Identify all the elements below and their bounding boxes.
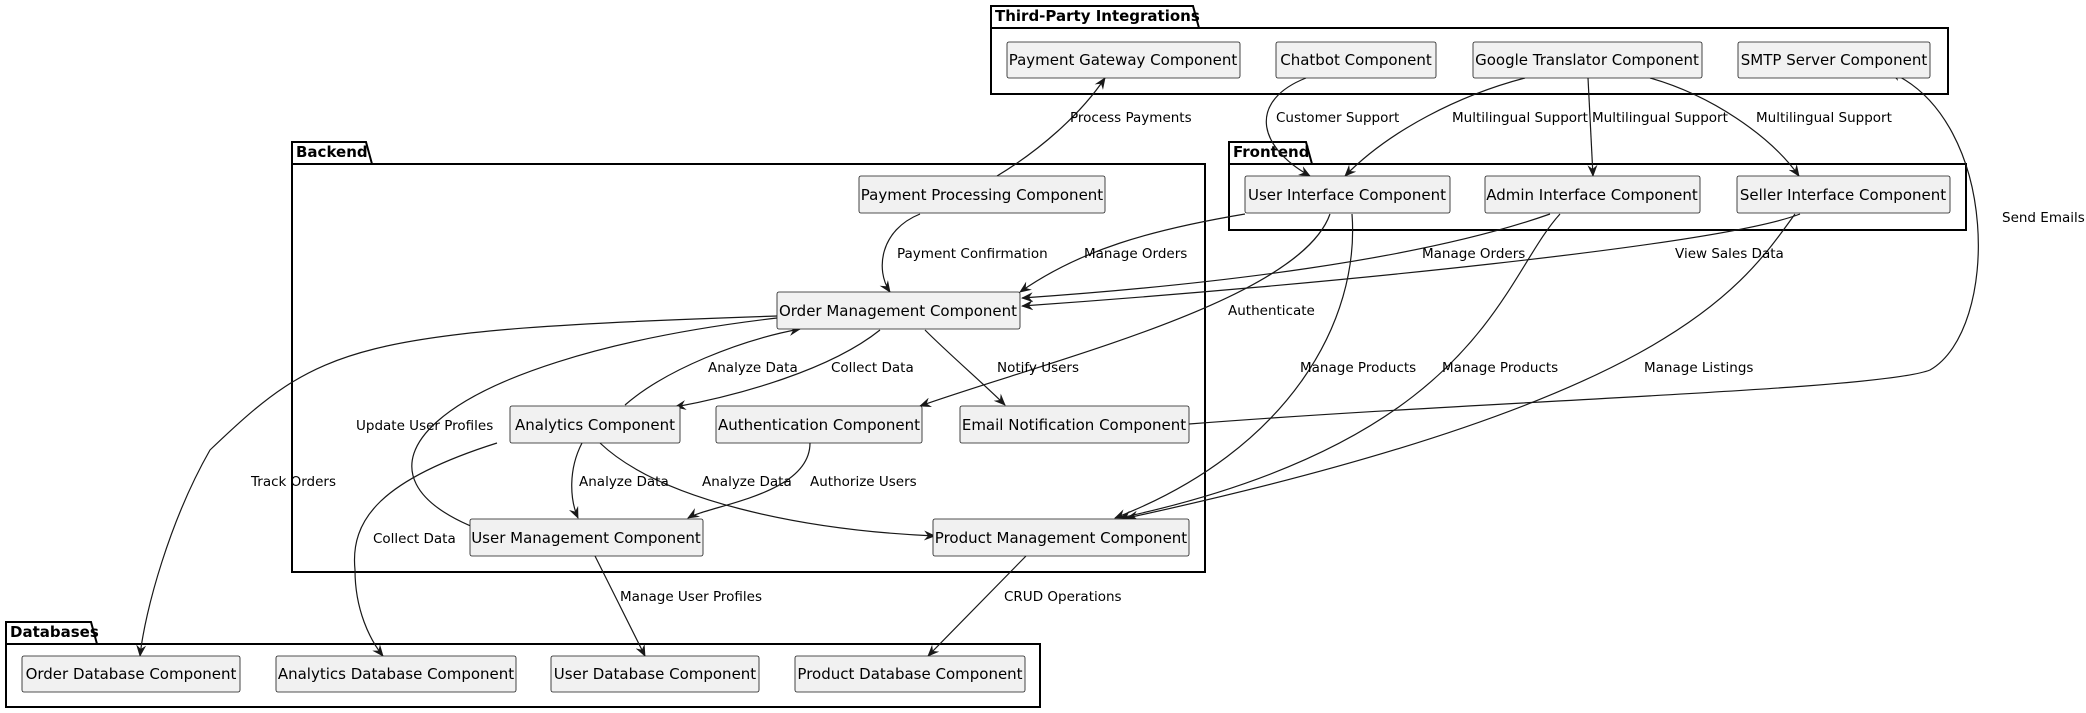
component-google-translator[interactable]: Google Translator Component — [1472, 41, 1703, 79]
component-label: Chatbot Component — [1280, 51, 1432, 69]
edge-label-crud-operations: CRUD Operations — [1004, 589, 1122, 605]
package-title-databases: Databases — [10, 623, 99, 641]
component-seller-interface[interactable]: Seller Interface Component — [1736, 175, 1951, 214]
edge-label-process-payments: Process Payments — [1070, 110, 1192, 126]
package-title-backend: Backend — [296, 143, 368, 161]
component-label: Payment Gateway Component — [1009, 51, 1238, 69]
edge-label-payment-confirmation: Payment Confirmation — [897, 246, 1048, 262]
edge-track-orders — [136, 315, 778, 657]
edge-label-update-user-profiles: Update User Profiles — [356, 418, 493, 434]
edge-crud-operations — [927, 555, 1027, 657]
edge-authorize-users — [687, 442, 811, 519]
component-label: User Management Component — [471, 529, 701, 547]
package-backend: Backend — [291, 141, 1206, 573]
edge-label-authenticate: Authenticate — [1228, 303, 1315, 319]
component-order-management[interactable]: Order Management Component — [776, 291, 1021, 330]
component-label: Order Database Component — [26, 665, 237, 683]
edge-label-multilingual-ui: Multilingual Support — [1452, 110, 1588, 126]
edge-admin-manage-orders — [1021, 213, 1551, 303]
component-label: Authentication Component — [718, 416, 920, 434]
edge-label-track-orders: Track Orders — [250, 474, 336, 490]
edge-label-view-sales-data: View Sales Data — [1675, 246, 1784, 262]
component-label: Payment Processing Component — [861, 186, 1104, 204]
edge-label-customer-support: Customer Support — [1276, 110, 1399, 126]
component-product-management[interactable]: Product Management Component — [932, 518, 1190, 557]
component-analytics[interactable]: Analytics Component — [509, 405, 681, 444]
edge-label-collect-data: Collect Data — [831, 360, 914, 376]
edge-label-authorize-users: Authorize Users — [810, 474, 917, 490]
component-label: Analytics Component — [515, 416, 675, 434]
component-payment-processing[interactable]: Payment Processing Component — [858, 175, 1106, 214]
component-product-database[interactable]: Product Database Component — [794, 655, 1026, 693]
edge-label-admin-manage-products: Manage Products — [1442, 360, 1558, 376]
component-label: Seller Interface Component — [1740, 186, 1946, 204]
edge-send-emails — [1188, 71, 1979, 425]
edge-analyze-data-product — [599, 442, 936, 541]
component-label: Email Notification Component — [962, 416, 1186, 434]
edge-label-analyze-data-product: Analyze Data — [702, 474, 792, 490]
edge-payment-confirmation — [879, 213, 921, 293]
edge-analyze-data-order — [624, 326, 801, 406]
component-user-interface[interactable]: User Interface Component — [1244, 175, 1451, 214]
component-label: User Interface Component — [1248, 186, 1446, 204]
edge-label-manage-listings: Manage Listings — [1644, 360, 1753, 376]
edge-label-ui-manage-orders: Manage Orders — [1084, 246, 1187, 262]
component-label: Admin Interface Component — [1486, 186, 1698, 204]
edges — [136, 71, 1979, 657]
edge-label-multilingual-admin: Multilingual Support — [1592, 110, 1728, 126]
component-label: Product Management Component — [935, 529, 1188, 547]
edge-customer-support — [1265, 77, 1311, 177]
package-databases: Databases — [5, 621, 1041, 708]
edge-label-admin-manage-orders: Manage Orders — [1422, 246, 1525, 262]
component-label: Order Management Component — [779, 302, 1017, 320]
edge-label-send-emails: Send Emails — [2002, 210, 2085, 226]
edge-label-manage-user-profiles: Manage User Profiles — [620, 589, 762, 605]
edge-label-analyze-data-user: Analyze Data — [579, 474, 669, 490]
component-chatbot[interactable]: Chatbot Component — [1275, 41, 1437, 79]
component-analytics-database[interactable]: Analytics Database Component — [275, 655, 517, 693]
component-payment-gateway[interactable]: Payment Gateway Component — [1006, 41, 1241, 79]
edge-multilingual-admin — [1587, 77, 1598, 177]
edge-admin-manage-products — [1119, 213, 1561, 521]
edge-update-user-profiles — [411, 317, 778, 538]
component-smtp-server[interactable]: SMTP Server Component — [1737, 41, 1931, 79]
edge-view-sales-data — [1021, 213, 1801, 311]
edge-authenticate — [919, 213, 1331, 408]
edge-manage-user-profiles — [594, 555, 646, 657]
component-user-database[interactable]: User Database Component — [550, 655, 760, 693]
edge-label-analyze-data-order: Analyze Data — [708, 360, 798, 376]
component-user-management[interactable]: User Management Component — [469, 518, 704, 557]
component-label: User Database Component — [554, 665, 757, 683]
package-title-third-party: Third-Party Integrations — [995, 7, 1200, 25]
component-authentication[interactable]: Authentication Component — [715, 405, 923, 444]
component-label: Analytics Database Component — [278, 665, 514, 683]
edge-analyze-data-user — [568, 442, 583, 519]
edge-label-multilingual-seller: Multilingual Support — [1756, 110, 1892, 126]
edge-label-notify-users: Notify Users — [997, 360, 1079, 376]
edge-label-ui-manage-products: Manage Products — [1300, 360, 1416, 376]
edge-label-collect-data-db: Collect Data — [373, 531, 456, 547]
edge-collect-data — [674, 329, 881, 410]
component-order-database[interactable]: Order Database Component — [21, 655, 241, 693]
component-email-notification[interactable]: Email Notification Component — [959, 405, 1190, 444]
edge-collect-data-db — [353, 442, 498, 657]
edge-multilingual-ui — [1344, 77, 1526, 177]
package-title-frontend: Frontend — [1233, 143, 1309, 161]
edge-notify-users — [924, 329, 1006, 406]
component-label: Product Database Component — [797, 665, 1022, 683]
component-admin-interface[interactable]: Admin Interface Component — [1484, 175, 1701, 214]
edge-ui-manage-orders — [1019, 213, 1246, 293]
edge-multilingual-seller — [1649, 77, 1800, 177]
edge-labels: Process Payments Customer Support Multil… — [250, 110, 2085, 605]
component-label: Google Translator Component — [1475, 51, 1699, 69]
edge-process-payments — [996, 77, 1106, 177]
edge-manage-listings — [1126, 213, 1796, 521]
edge-ui-manage-products — [1114, 213, 1354, 519]
component-label: SMTP Server Component — [1741, 51, 1928, 69]
